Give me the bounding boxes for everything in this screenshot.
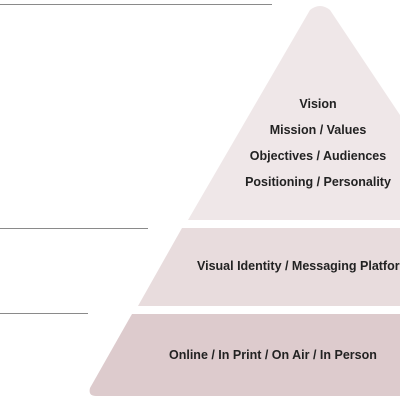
tier-middle-line-1: Visual Identity / Messaging Platform	[197, 259, 400, 273]
tier-top-line-3: Objectives / Audiences	[250, 149, 386, 163]
divider-line-top	[0, 4, 272, 5]
pyramid-tier-top	[188, 6, 400, 220]
pyramid-tier-middle	[138, 228, 400, 306]
tier-top-line-2: Mission / Values	[270, 123, 367, 137]
tier-top-line-1: Vision	[299, 97, 336, 111]
tier-top-line-4: Positioning / Personality	[245, 175, 391, 189]
tier-bottom-line-1: Online / In Print / On Air / In Person	[169, 348, 377, 362]
divider-line-middle	[0, 228, 148, 229]
divider-line-bottom	[0, 313, 88, 314]
pyramid-tier-bottom	[89, 314, 400, 396]
